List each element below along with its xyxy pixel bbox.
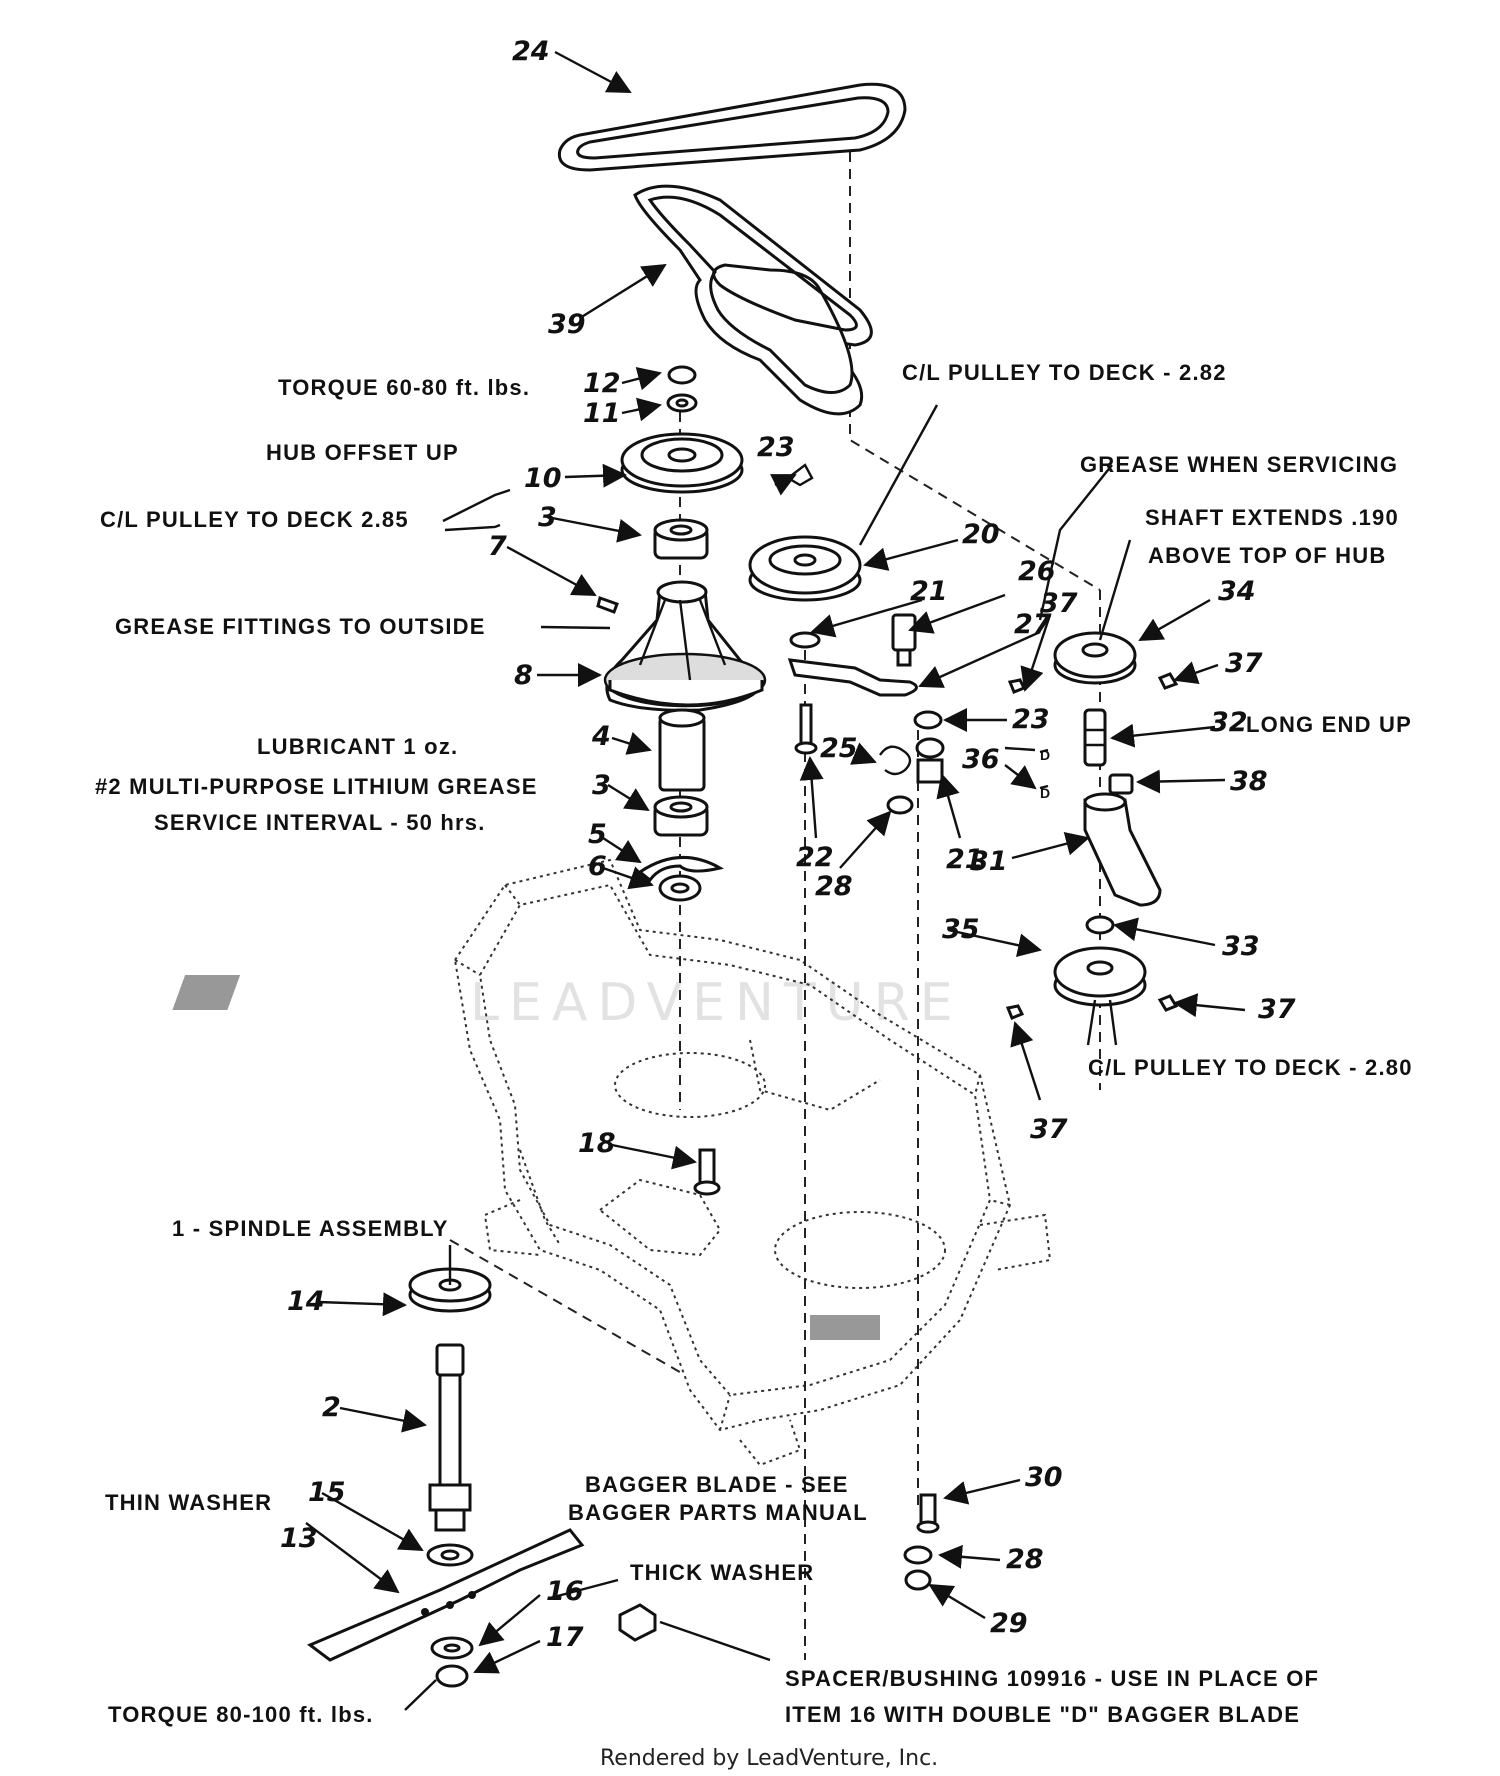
callout-37-b: 37 <box>1225 648 1263 679</box>
callout-numbers: 24 39 12 11 10 3 7 8 4 3 5 6 23 20 21 26… <box>280 36 1296 1653</box>
callout-28-lower: 28 <box>1006 1544 1044 1575</box>
callout-16: 16 <box>546 1576 584 1607</box>
callout-31: 31 <box>970 846 1008 877</box>
callout-21-lower: 21 <box>946 844 984 875</box>
note-shaft-extends-2: ABOVE TOP OF HUB <box>1148 543 1386 568</box>
note-grease-servicing: GREASE WHEN SERVICING <box>1080 452 1398 477</box>
note-service-interval: SERVICE INTERVAL - 50 hrs. <box>154 810 486 835</box>
note-lubricant: LUBRICANT 1 oz. <box>257 734 458 759</box>
callout-11: 11 <box>583 398 621 429</box>
right-idler <box>1005 631 1179 1020</box>
mower-deck <box>172 858 1052 1467</box>
callout-6: 6 <box>588 851 607 882</box>
callout-27: 27 <box>1014 609 1052 640</box>
callout-22: 22 <box>796 842 834 873</box>
callout-12: 12 <box>583 368 621 399</box>
note-torque-bottom: TORQUE 80-100 ft. lbs. <box>108 1702 374 1727</box>
callout-37-a: 37 <box>1040 588 1078 619</box>
note-cl-pulley-280: C/L PULLEY TO DECK - 2.80 <box>1088 1055 1413 1080</box>
callout-4: 4 <box>591 721 611 752</box>
callout-37-d: 37 <box>1030 1114 1068 1145</box>
note-thick-washer: THICK WASHER <box>630 1560 814 1585</box>
callout-37-c: 37 <box>1258 994 1296 1025</box>
note-torque-top: TORQUE 60-80 ft. lbs. <box>278 375 530 400</box>
callout-32: 32 <box>1210 707 1248 738</box>
callout-20: 20 <box>962 519 1000 550</box>
watermark: LEADVENTURE <box>470 973 963 1033</box>
callout-23-upper: 23 <box>757 432 795 463</box>
callout-36: 36 <box>962 744 1000 775</box>
callout-18: 18 <box>578 1128 616 1159</box>
callout-5: 5 <box>588 819 607 850</box>
belt-24 <box>557 82 907 172</box>
footer-credit: Rendered by LeadVenture, Inc. <box>600 1746 938 1771</box>
d-mark-2: D <box>1040 785 1050 801</box>
leader-lines <box>305 50 1246 1711</box>
note-long-end-up: LONG END UP <box>1246 712 1412 737</box>
note-hub-offset: HUB OFFSET UP <box>266 440 459 465</box>
left-spindle-stack <box>596 365 767 1196</box>
callout-30: 30 <box>1025 1462 1063 1493</box>
belt-39 <box>633 184 873 416</box>
callout-7: 7 <box>488 531 507 562</box>
callout-13: 13 <box>280 1523 318 1554</box>
note-thin-washer: THIN WASHER <box>105 1490 272 1515</box>
d-mark-1: D <box>1040 747 1050 763</box>
callout-28-upper: 28 <box>815 871 853 902</box>
callout-34: 34 <box>1218 576 1256 607</box>
callout-10: 10 <box>524 463 562 494</box>
callout-3-upper: 3 <box>538 502 557 533</box>
note-shaft-extends-1: SHAFT EXTENDS .190 <box>1145 505 1399 530</box>
callout-23-lower: 23 <box>1012 704 1050 735</box>
note-bagger-blade-1: BAGGER BLADE - SEE <box>585 1472 849 1497</box>
callout-38: 38 <box>1230 766 1268 797</box>
note-spindle-assembly: 1 - SPINDLE ASSEMBLY <box>172 1216 449 1241</box>
callout-24: 24 <box>512 36 550 67</box>
note-spacer-1: SPACER/BUSHING 109916 - USE IN PLACE OF <box>785 1666 1319 1691</box>
callout-15: 15 <box>308 1477 346 1508</box>
callout-21-upper: 21 <box>910 576 948 607</box>
callout-33: 33 <box>1222 931 1260 962</box>
callout-2: 2 <box>322 1392 341 1423</box>
callout-26: 26 <box>1018 556 1056 587</box>
note-spacer-2: ITEM 16 WITH DOUBLE "D" BAGGER BLADE <box>785 1702 1300 1727</box>
callout-3-lower: 3 <box>592 770 611 801</box>
callout-14: 14 <box>287 1286 325 1317</box>
note-cl-pulley-285: C/L PULLEY TO DECK 2.85 <box>100 507 409 532</box>
spindle-assembly-lower <box>307 1245 940 1688</box>
note-bagger-blade-2: BAGGER PARTS MANUAL <box>568 1500 868 1525</box>
note-grease-fittings: GREASE FITTINGS TO OUTSIDE <box>115 614 486 639</box>
note-cl-pulley-282: C/L PULLEY TO DECK - 2.82 <box>902 360 1227 385</box>
callout-35: 35 <box>942 914 980 945</box>
note-lithium-grease: #2 MULTI-PURPOSE LITHIUM GREASE <box>95 774 538 799</box>
callout-25: 25 <box>820 733 858 764</box>
callout-8: 8 <box>514 660 533 691</box>
annotation-notes: TORQUE 60-80 ft. lbs. HUB OFFSET UP C/L … <box>95 360 1413 1727</box>
callout-39: 39 <box>548 309 586 340</box>
callout-17: 17 <box>546 1622 584 1653</box>
center-idler <box>748 463 945 815</box>
callout-29: 29 <box>990 1608 1028 1639</box>
